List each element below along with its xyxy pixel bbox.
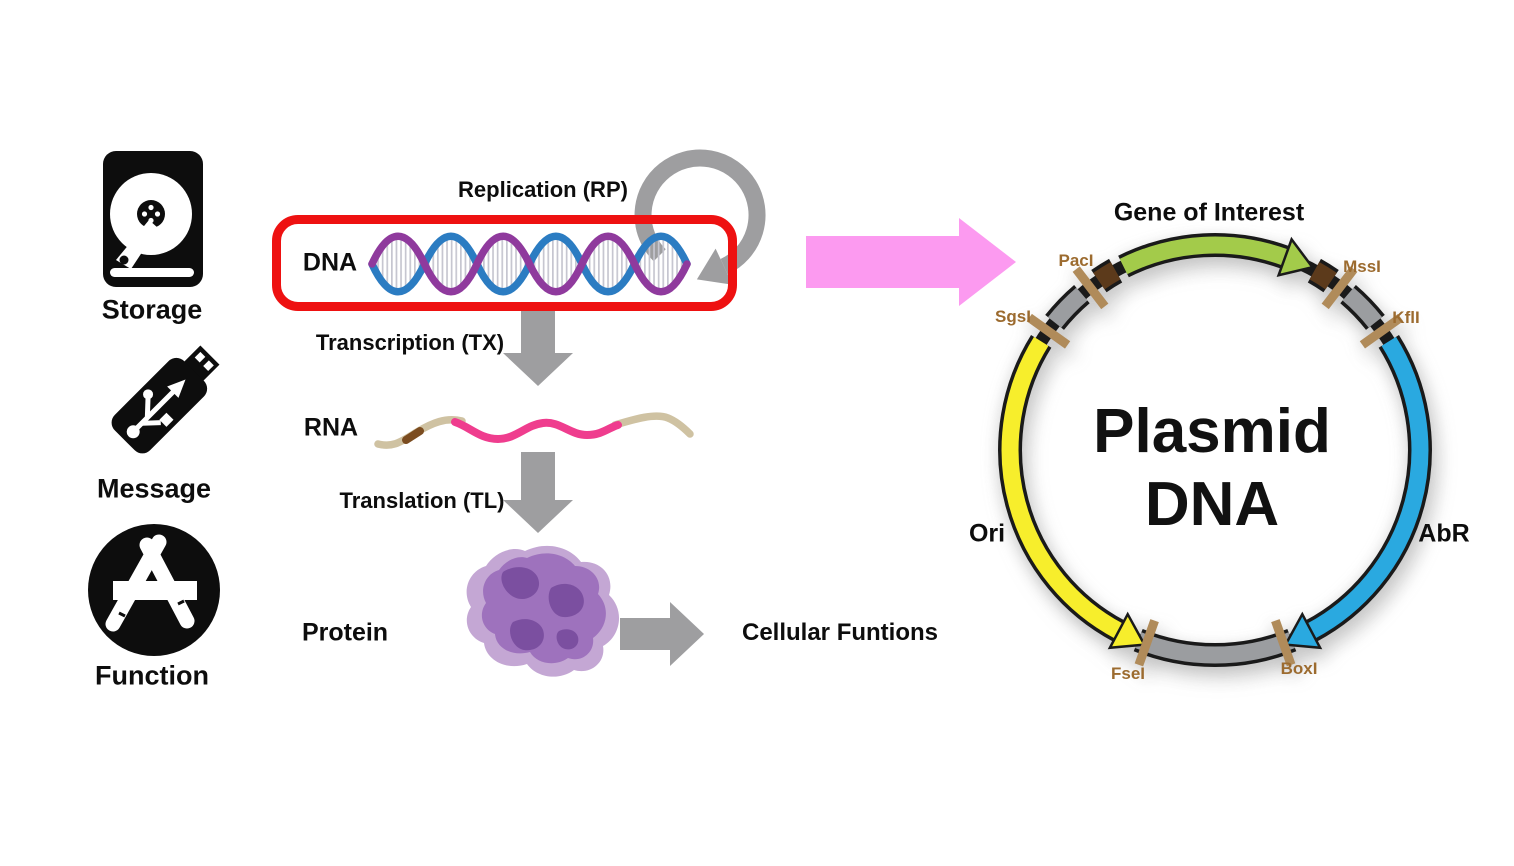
backbone-arc-top-right: [1340, 284, 1385, 331]
site-label-sgsi: SgsI: [995, 307, 1031, 326]
restriction-site-tick-boxi: [1271, 619, 1296, 667]
site-label-kfli: KflI: [1392, 308, 1420, 327]
dna-label: DNA: [302, 248, 358, 277]
gene-of-interest-arc: [1118, 233, 1315, 278]
app-store-icon: [88, 524, 220, 656]
dna-helix-illustration: [368, 232, 691, 296]
marker-square-right: [1307, 258, 1339, 293]
plasmid-map: [998, 233, 1432, 668]
protein-illustration: [466, 545, 620, 677]
translation-label: Translation (TL): [339, 488, 505, 513]
restriction-site-tick-fsei: [1134, 619, 1159, 667]
translation-arrow: [503, 452, 573, 533]
site-label-fsei: FseI: [1110, 664, 1146, 683]
marker-square-left: [1091, 258, 1123, 293]
replication-label: Replication (RP): [458, 177, 628, 202]
rna-cap: [402, 427, 424, 444]
cellular-functions-label: Cellular Funtions: [741, 619, 939, 646]
dna-strand-purple: [368, 232, 691, 296]
rna-coding-region: [451, 418, 622, 444]
backbone-arc-bottom: [1133, 628, 1297, 668]
protein-label: Protein: [301, 618, 389, 647]
restriction-site-tick-kfli: [1359, 313, 1404, 349]
transcription-label: Transcription (TX): [315, 330, 505, 355]
abr-label: AbR: [1418, 519, 1470, 548]
plasmid-title-line2: DNA: [1144, 470, 1280, 539]
restriction-site-tick-mssi: [1321, 266, 1358, 310]
plasmid-title: Plasmid DNA: [1093, 395, 1331, 541]
ori-label: Ori: [968, 519, 1006, 548]
restriction-site-tick-paci: [1072, 266, 1109, 310]
rna-illustration: [374, 412, 694, 449]
transcription-arrow: [503, 305, 573, 386]
red-highlight-box: [272, 215, 737, 311]
site-label-mssi: MssI: [1343, 257, 1381, 276]
abr-arc: [1283, 335, 1432, 650]
usb-drive-icon: [111, 341, 224, 454]
site-label-boxi: BoxI: [1280, 659, 1318, 678]
backbone-arc-top-left: [1045, 284, 1090, 331]
restriction-site-tick-sgsi: [1026, 313, 1071, 349]
flow-arrow: [806, 218, 1016, 306]
cellular-functions-arrow: [620, 602, 704, 666]
gene-of-interest-label: Gene of Interest: [1113, 198, 1305, 227]
hard-drive-icon: [103, 151, 203, 287]
site-label-paci: PacI: [1058, 251, 1094, 270]
rna-label: RNA: [303, 413, 359, 442]
message-label: Message: [96, 473, 212, 504]
plasmid-title-line1: Plasmid: [1093, 396, 1331, 466]
ori-arc: [998, 335, 1147, 650]
function-label: Function: [95, 660, 209, 691]
storage-label: Storage: [101, 294, 203, 325]
